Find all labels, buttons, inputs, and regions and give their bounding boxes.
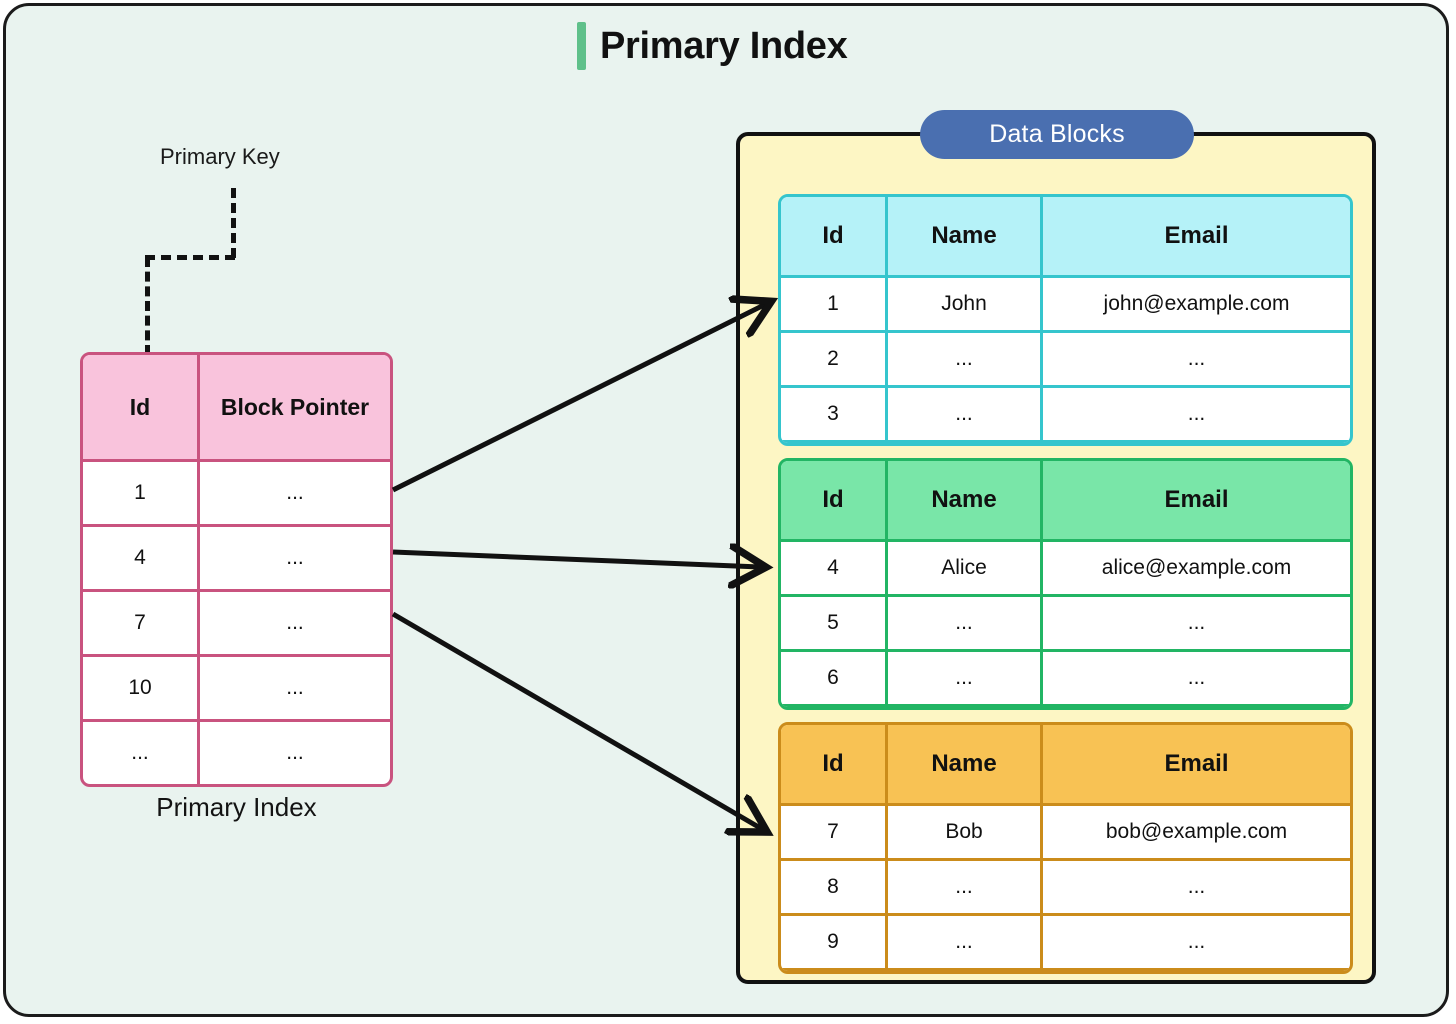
table-row: 9 ... ... xyxy=(781,916,1350,971)
table-row: 4 ... xyxy=(83,527,390,592)
block-3-cell-id: 7 xyxy=(781,806,888,858)
block-3-cell-email: bob@example.com xyxy=(1105,820,1288,843)
index-cell-id: ... xyxy=(83,722,200,784)
index-header-row: Id Block Pointer xyxy=(83,355,390,462)
block-1-header-name: Name xyxy=(888,197,1043,275)
data-block-1-table: Id Name Email 1 John john@example.com 2 … xyxy=(778,194,1353,446)
index-cell-id: 10 xyxy=(83,657,200,719)
primary-key-connector-vertical-top xyxy=(231,188,236,258)
index-cell-id: 1 xyxy=(83,462,200,524)
block-1-cell-email: john@example.com xyxy=(1103,292,1290,315)
block-2-header-id: Id xyxy=(781,461,888,539)
block-2-cell-id: 4 xyxy=(781,542,888,594)
block-3-header-email: Email xyxy=(1164,750,1229,777)
block-1-cell-email: ... xyxy=(1187,402,1206,425)
index-cell-pointer: ... xyxy=(286,481,304,504)
index-cell-id: 7 xyxy=(83,592,200,654)
block-1-cell-name: John xyxy=(888,278,1043,330)
page-title-text: Primary Index xyxy=(600,24,848,67)
block-2-cell-email: ... xyxy=(1187,666,1206,689)
index-cell-id: 4 xyxy=(83,527,200,589)
block-1-header-email: Email xyxy=(1164,222,1229,249)
primary-key-connector-horizontal xyxy=(145,255,235,260)
block-2-cell-email: ... xyxy=(1187,611,1206,634)
block-1-cell-id: 1 xyxy=(781,278,888,330)
primary-key-label: Primary Key xyxy=(160,144,280,169)
index-cell-pointer: ... xyxy=(286,611,304,634)
table-row: 7 Bob bob@example.com xyxy=(781,806,1350,861)
table-row: 4 Alice alice@example.com xyxy=(781,542,1350,597)
index-header-block-pointer: Block Pointer xyxy=(220,393,370,420)
block-3-cell-id: 8 xyxy=(781,861,888,913)
data-block-2-table: Id Name Email 4 Alice alice@example.com … xyxy=(778,458,1353,710)
primary-index-table: Id Block Pointer 1 ... 4 ... 7 ... 10 ..… xyxy=(80,352,393,787)
block-2-cell-id: 5 xyxy=(781,597,888,649)
data-block-3-table: Id Name Email 7 Bob bob@example.com 8 ..… xyxy=(778,722,1353,974)
block-1-header-row: Id Name Email xyxy=(781,197,1350,278)
table-row: 3 ... ... xyxy=(781,388,1350,443)
table-row: 7 ... xyxy=(83,592,390,657)
table-row: 1 John john@example.com xyxy=(781,278,1350,333)
index-cell-pointer: ... xyxy=(286,546,304,569)
index-cell-pointer: ... xyxy=(286,676,304,699)
block-1-cell-name: ... xyxy=(888,333,1043,385)
block-3-header-row: Id Name Email xyxy=(781,725,1350,806)
data-blocks-badge: Data Blocks xyxy=(920,110,1194,159)
block-3-cell-name: ... xyxy=(888,861,1043,913)
table-row: 1 ... xyxy=(83,462,390,527)
block-3-cell-id: 9 xyxy=(781,916,888,968)
index-header-id: Id xyxy=(83,355,200,459)
block-1-header-id: Id xyxy=(781,197,888,275)
table-row: 5 ... ... xyxy=(781,597,1350,652)
block-1-cell-id: 3 xyxy=(781,388,888,440)
block-2-header-row: Id Name Email xyxy=(781,461,1350,542)
table-row: 6 ... ... xyxy=(781,652,1350,707)
block-1-cell-id: 2 xyxy=(781,333,888,385)
page-title: Primary Index xyxy=(577,22,848,70)
table-row: 8 ... ... xyxy=(781,861,1350,916)
block-2-cell-name: ... xyxy=(888,652,1043,704)
block-2-cell-id: 6 xyxy=(781,652,888,704)
block-3-cell-name: Bob xyxy=(888,806,1043,858)
table-row: 10 ... xyxy=(83,657,390,722)
block-2-cell-name: ... xyxy=(888,597,1043,649)
block-1-cell-email: ... xyxy=(1187,347,1206,370)
block-2-cell-name: Alice xyxy=(888,542,1043,594)
block-3-header-name: Name xyxy=(888,725,1043,803)
primary-index-caption: Primary Index xyxy=(156,792,317,822)
block-3-header-id: Id xyxy=(781,725,888,803)
block-1-cell-name: ... xyxy=(888,388,1043,440)
block-2-header-email: Email xyxy=(1164,486,1229,513)
block-2-cell-email: alice@example.com xyxy=(1101,556,1292,579)
block-3-cell-name: ... xyxy=(888,916,1043,968)
table-row: ... ... xyxy=(83,722,390,784)
table-row: 2 ... ... xyxy=(781,333,1350,388)
title-accent-bar xyxy=(577,22,586,70)
primary-key-connector-vertical-bottom xyxy=(145,257,150,355)
block-3-cell-email: ... xyxy=(1187,875,1206,898)
block-2-header-name: Name xyxy=(888,461,1043,539)
index-cell-pointer: ... xyxy=(286,741,304,764)
block-3-cell-email: ... xyxy=(1187,930,1206,953)
